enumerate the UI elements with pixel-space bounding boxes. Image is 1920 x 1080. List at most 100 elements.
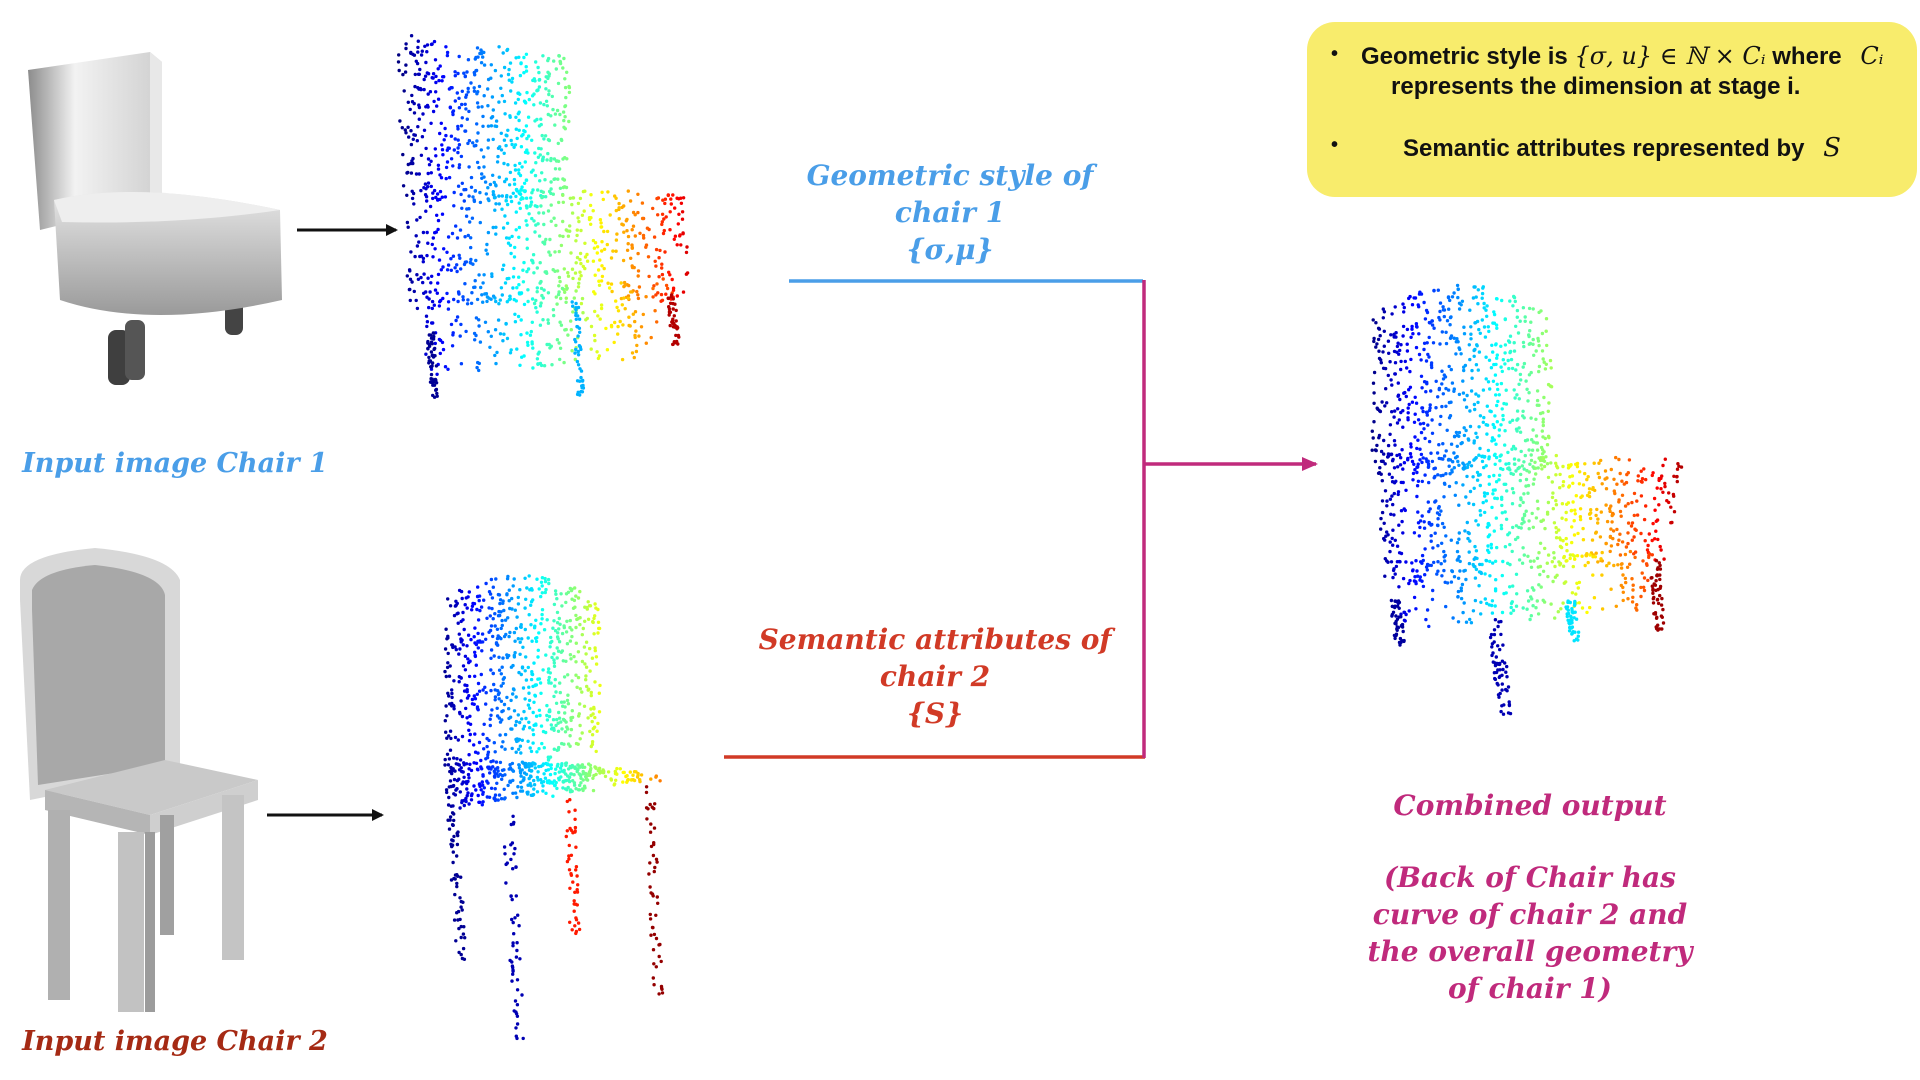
point bbox=[465, 683, 469, 688]
point bbox=[1467, 343, 1472, 347]
point bbox=[501, 740, 505, 744]
point bbox=[1389, 333, 1393, 337]
point bbox=[653, 865, 657, 870]
point bbox=[536, 778, 540, 782]
point bbox=[1399, 509, 1404, 513]
point bbox=[1487, 603, 1492, 607]
point bbox=[472, 86, 476, 90]
point bbox=[564, 95, 568, 100]
point bbox=[602, 247, 607, 251]
point bbox=[473, 626, 477, 630]
point bbox=[411, 191, 416, 196]
point bbox=[493, 68, 498, 73]
point bbox=[511, 944, 515, 948]
point bbox=[549, 766, 553, 771]
point bbox=[1530, 586, 1535, 590]
point bbox=[513, 163, 517, 168]
point bbox=[1549, 461, 1553, 465]
point bbox=[1401, 576, 1406, 581]
point bbox=[1492, 628, 1497, 632]
point bbox=[452, 918, 457, 922]
point bbox=[464, 93, 469, 97]
point bbox=[1581, 526, 1585, 531]
point bbox=[506, 128, 510, 132]
point bbox=[1474, 431, 1478, 435]
point bbox=[1444, 386, 1448, 391]
point bbox=[494, 124, 499, 129]
point bbox=[559, 592, 563, 596]
point bbox=[576, 285, 581, 289]
point bbox=[533, 762, 537, 766]
point bbox=[1578, 517, 1583, 522]
point bbox=[1491, 492, 1495, 496]
point bbox=[426, 157, 431, 161]
point bbox=[1509, 605, 1513, 610]
point bbox=[445, 53, 450, 58]
point bbox=[473, 650, 477, 654]
point bbox=[469, 637, 473, 642]
point bbox=[595, 729, 599, 733]
point bbox=[488, 771, 492, 775]
point bbox=[539, 122, 543, 127]
point bbox=[1517, 525, 1521, 530]
point bbox=[515, 795, 519, 800]
point bbox=[581, 769, 585, 774]
point bbox=[487, 590, 492, 594]
point bbox=[409, 34, 414, 38]
point bbox=[574, 916, 578, 920]
point bbox=[517, 201, 521, 205]
point bbox=[1548, 384, 1553, 388]
point bbox=[1662, 557, 1666, 561]
point bbox=[579, 773, 583, 778]
point bbox=[452, 792, 456, 796]
point bbox=[1559, 607, 1563, 611]
point bbox=[441, 265, 445, 269]
point bbox=[522, 129, 526, 133]
point bbox=[661, 277, 665, 281]
point bbox=[433, 377, 438, 382]
point bbox=[490, 272, 494, 276]
point bbox=[430, 76, 434, 80]
point bbox=[500, 777, 504, 781]
point bbox=[1462, 569, 1466, 573]
point bbox=[1469, 464, 1474, 468]
point bbox=[1675, 474, 1679, 479]
point bbox=[553, 783, 557, 788]
point bbox=[654, 264, 658, 268]
point bbox=[445, 50, 450, 55]
point bbox=[527, 776, 531, 781]
point bbox=[1596, 560, 1600, 564]
point bbox=[517, 283, 521, 287]
point bbox=[577, 277, 582, 281]
point bbox=[1514, 524, 1519, 528]
point bbox=[500, 618, 504, 623]
point bbox=[1514, 572, 1519, 576]
point bbox=[406, 100, 410, 105]
point bbox=[1412, 595, 1417, 600]
point bbox=[435, 394, 439, 398]
point bbox=[451, 109, 456, 113]
point bbox=[1415, 484, 1420, 488]
point bbox=[1499, 365, 1503, 369]
point bbox=[1396, 407, 1400, 411]
point bbox=[1421, 558, 1426, 563]
point bbox=[499, 626, 503, 631]
point bbox=[1411, 332, 1415, 336]
point bbox=[1587, 512, 1592, 516]
point bbox=[525, 586, 529, 590]
point bbox=[1617, 498, 1621, 502]
point bbox=[1479, 600, 1483, 604]
point bbox=[1445, 319, 1450, 323]
point bbox=[1493, 373, 1498, 377]
point bbox=[1389, 452, 1394, 457]
point bbox=[534, 223, 538, 227]
point bbox=[1508, 542, 1512, 547]
point bbox=[1581, 538, 1586, 542]
point bbox=[536, 188, 540, 192]
point bbox=[1529, 453, 1533, 457]
point bbox=[657, 256, 661, 260]
point bbox=[540, 171, 544, 175]
point bbox=[479, 48, 483, 52]
point bbox=[1632, 491, 1637, 496]
